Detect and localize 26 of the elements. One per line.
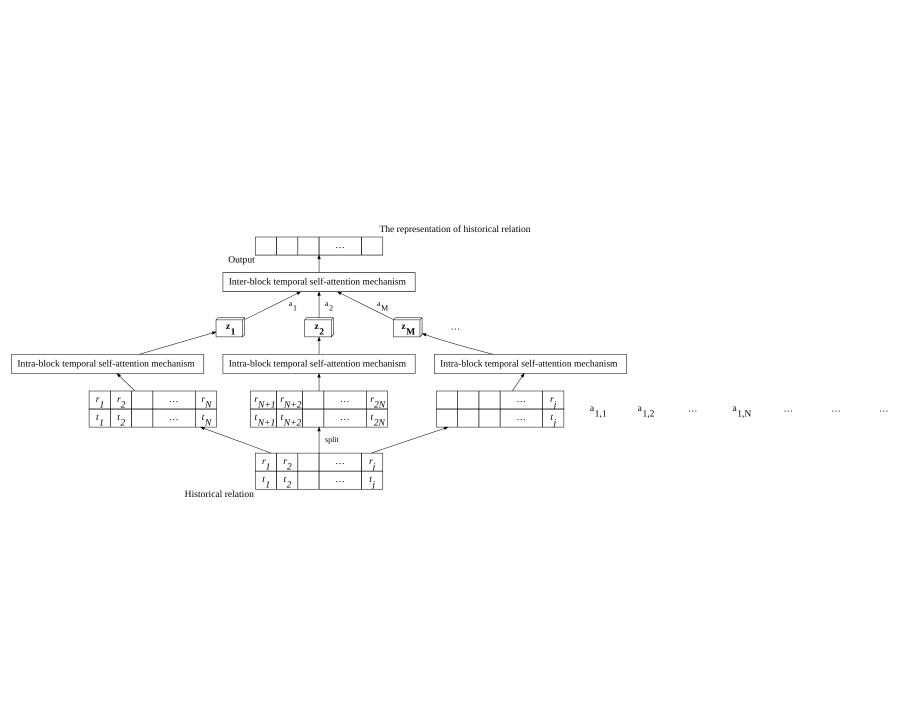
node-box: Intra-block temporal self-attention mechanism (222, 354, 416, 374)
label: … (688, 402, 698, 414)
label: … (879, 402, 889, 414)
node-box: Inter-block temporal self-attention mechanism (222, 272, 416, 292)
arrow (512, 372, 525, 391)
arrow (116, 372, 135, 391)
diagram-title: The representation of historical relation (379, 223, 531, 234)
arrow (336, 290, 394, 320)
arrow (422, 332, 494, 354)
edge-label: split (325, 434, 339, 444)
arrow (317, 336, 321, 354)
node-label: Output (228, 254, 255, 266)
arrow (138, 330, 217, 354)
arrow (200, 426, 272, 453)
arrow (370, 426, 449, 453)
node-box: Intra-block temporal self-attention mechanism (11, 354, 204, 374)
label: … (831, 402, 841, 414)
label: … (450, 321, 460, 332)
arrow (244, 290, 302, 320)
node-box: Intra-block temporal self-attention mechanism (434, 354, 627, 374)
node-label: Historical relation (184, 488, 254, 500)
arrow (317, 426, 321, 453)
arrow (317, 254, 321, 272)
arrow (317, 290, 321, 318)
label: … (783, 402, 794, 414)
arrow (317, 372, 321, 391)
